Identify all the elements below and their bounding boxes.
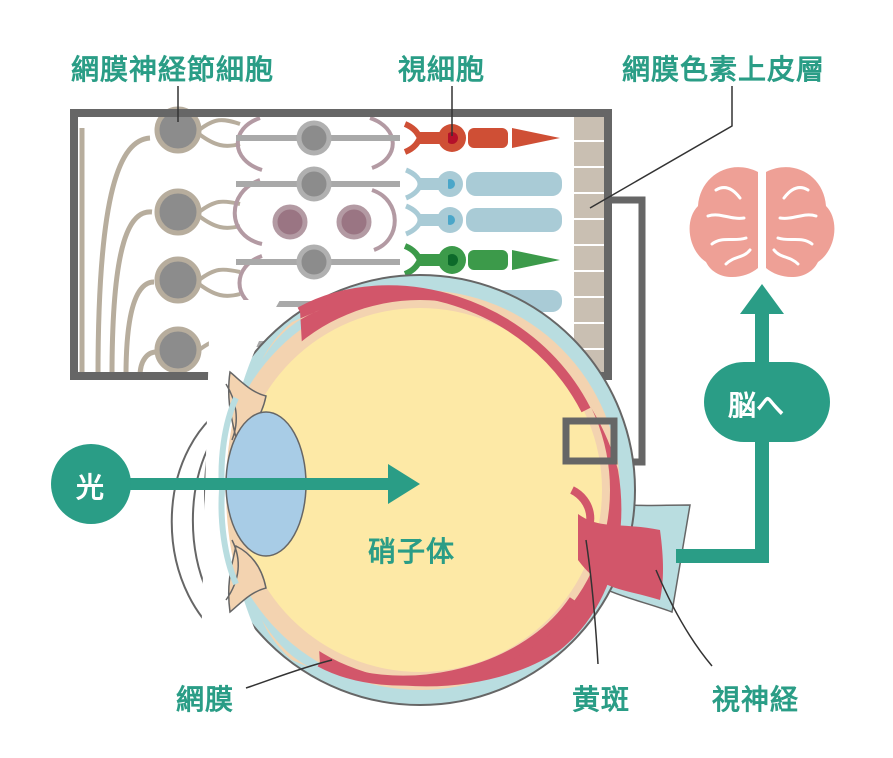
light-bubble (51, 444, 131, 524)
eyeball (170, 274, 691, 706)
label-rpe: 網膜色素上皮層 (622, 53, 826, 86)
light-arrow (51, 444, 420, 524)
vitreous-body (238, 308, 602, 672)
ganglion-cells (154, 106, 202, 374)
macula-box (562, 417, 618, 465)
brain-icon (689, 167, 835, 278)
brain-arrow (676, 284, 830, 563)
label-retina: 網膜 (176, 683, 235, 716)
nerve-fibers (79, 128, 157, 377)
label-to-brain: 脳へ (728, 389, 785, 422)
label-optic-nerve: 視神経 (712, 683, 800, 716)
label-ganglion-cells: 網膜神経節細胞 (71, 53, 275, 86)
red-cone (403, 121, 560, 155)
label-macula: 黄斑 (572, 683, 631, 716)
rpe-layer (574, 115, 608, 376)
label-photoreceptor: 視細胞 (398, 53, 486, 86)
to-brain-bubble (704, 362, 830, 442)
green-cone (403, 243, 560, 277)
label-vitreous: 硝子体 (368, 535, 456, 568)
label-light: 光 (76, 471, 105, 504)
leader-lines (177, 86, 733, 689)
